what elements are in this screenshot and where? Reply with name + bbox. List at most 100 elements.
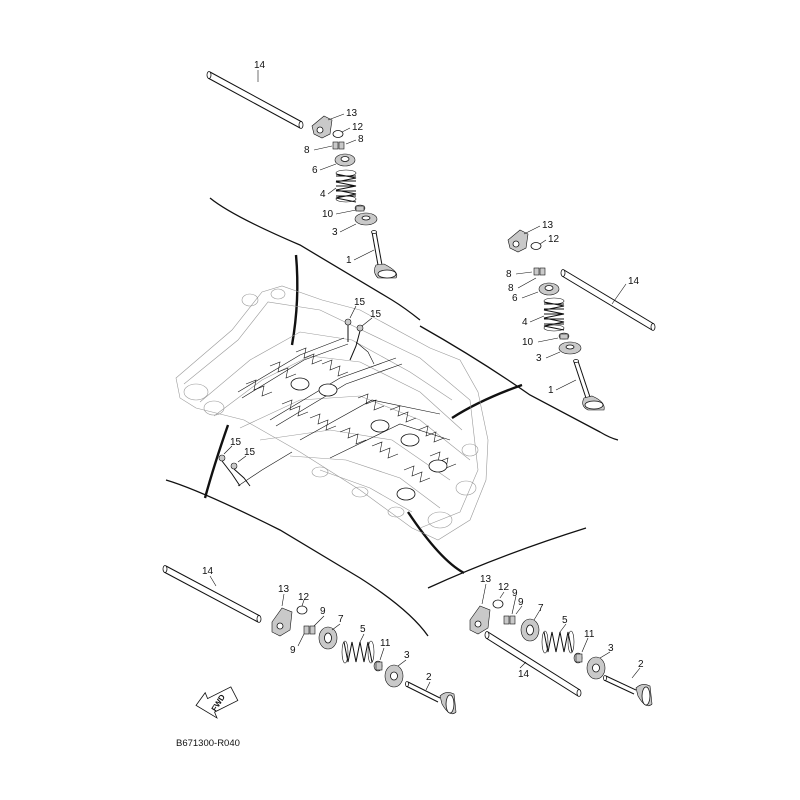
callout-9b-bottom-right: 9: [518, 597, 524, 608]
callout-15-upper-a: 15: [354, 297, 366, 308]
callout-1-top: 1: [346, 255, 352, 266]
callout-9a-bottom-right: 9: [512, 588, 518, 599]
callout-11-bottom-left: 11: [380, 638, 391, 649]
valve-1-top: [371, 230, 398, 279]
bottom-right-section-boundary: [427, 527, 587, 589]
rod-14-bottom-right: [484, 631, 582, 697]
shim-12-bottom-right: [492, 599, 504, 609]
retainer-7-bottom-right: [520, 618, 540, 642]
top-section-boundary: [209, 197, 421, 321]
head-bolt-callouts: 15 15 15 15: [223, 297, 382, 463]
rod-14-bottom-left: [162, 565, 262, 623]
callout-13-bottom-right: 13: [480, 574, 492, 585]
callout-6-right: 6: [512, 293, 518, 304]
callout-8b-top: 8: [304, 145, 310, 156]
rocker-arm-13-bottom-left: [271, 607, 293, 637]
right-section-boundary: [419, 325, 619, 441]
callout-2-bottom-right: 2: [638, 659, 644, 670]
callout-15-upper-b: 15: [370, 309, 382, 320]
cotter-9-bottom-left: [303, 625, 316, 635]
bottom-right-valve-group: 13 12 9 9 7 5 11 3 14 2: [469, 574, 653, 707]
callout-12-right: 12: [548, 234, 560, 245]
callout-10-top: 10: [322, 209, 334, 220]
spring-4-right: [543, 297, 565, 332]
leader-top-to-head: [290, 254, 299, 346]
drawing-code: B671300-R040: [176, 738, 240, 749]
retainer-6-right: [538, 282, 560, 296]
callout-10-right: 10: [522, 337, 534, 348]
valve-2-bottom-left: [405, 681, 457, 715]
valve-2-bottom-right: [603, 675, 653, 707]
callout-14-right: 14: [628, 276, 640, 287]
seat-3-right: [558, 341, 582, 355]
bottom-left-section-boundary: [165, 479, 429, 637]
callout-3-bottom-left: 3: [404, 650, 410, 661]
callout-14-bottom-right: 14: [518, 669, 530, 680]
shim-12-top: [332, 130, 344, 138]
spring-5-bottom-right: [541, 630, 575, 654]
callout-3-top: 3: [332, 227, 338, 238]
shim-12-bottom-left: [296, 605, 308, 615]
callout-12-bottom-right: 12: [498, 582, 510, 593]
callout-14-top: 14: [254, 60, 266, 71]
callout-13-bottom-left: 13: [278, 584, 290, 595]
callout-3-bottom-right: 3: [608, 643, 614, 654]
callout-15-lower-a: 15: [230, 437, 242, 448]
bolt-15-lower-b: [230, 462, 251, 487]
callout-9a-bottom-left: 9: [320, 606, 326, 617]
callout-8a-top: 8: [358, 134, 364, 145]
rod-14-right: [560, 269, 656, 331]
callout-7-bottom-left: 7: [338, 614, 344, 625]
cotter-8-top: [332, 141, 345, 150]
section-boundaries: [165, 197, 619, 637]
retainer-7-bottom-left: [318, 626, 338, 650]
callout-12-bottom-left: 12: [298, 592, 310, 603]
callout-8b-right: 8: [508, 283, 514, 294]
cotter-8-right: [533, 267, 546, 276]
rocker-arm-13-bottom-right: [469, 605, 491, 635]
spring-4-top: [335, 169, 357, 203]
callout-13-right: 13: [542, 220, 554, 231]
callout-5-bottom-right: 5: [562, 615, 568, 626]
seat-3-bottom-left: [384, 664, 404, 688]
stem-seal-10-right: [558, 332, 570, 340]
callout-13-top: 13: [346, 108, 358, 119]
callout-14-bottom-left: 14: [202, 566, 214, 577]
spring-5-bottom-left: [341, 640, 375, 664]
cotter-9-bottom-right: [503, 615, 516, 625]
bolt-15-upper-a: [344, 318, 352, 342]
bolt-15-lower-a: [218, 454, 241, 487]
callout-9b-bottom-left: 9: [290, 645, 296, 656]
callout-4-top: 4: [320, 189, 326, 200]
bottom-left-valve-group: 14 13 12 9 9 7 5 11 3 2: [162, 565, 457, 715]
callout-2-bottom-left: 2: [426, 672, 432, 683]
leader-left-to-head: [203, 424, 230, 499]
fwd-arrow-icon: FWD: [195, 686, 239, 719]
rocker-arm-13-right: [507, 229, 529, 253]
callout-5-bottom-left: 5: [360, 624, 366, 635]
retainer-6-top: [334, 153, 356, 167]
callout-3-right: 3: [536, 353, 542, 364]
callout-8a-right: 8: [506, 269, 512, 280]
stem-seal-11-bottom-left: [373, 660, 383, 672]
seat-3-bottom-right: [586, 656, 606, 680]
seat-3-top: [354, 212, 378, 226]
stem-seal-11-bottom-right: [573, 652, 583, 664]
bolt-15-upper-b: [349, 324, 364, 361]
top-valve-group: 14 13 12 8 8 6 4 10 3 1: [206, 60, 398, 279]
leader-bottom-to-head: [407, 511, 465, 575]
rocker-arm-13-top: [311, 115, 333, 139]
leader-right-to-head: [451, 383, 523, 420]
shim-12-right: [530, 242, 542, 250]
callout-11-bottom-right: 11: [584, 629, 595, 640]
cylinder-head-illustration: [175, 285, 489, 541]
callout-12-top: 12: [352, 122, 364, 133]
valve-1-right: [573, 359, 605, 411]
callout-1-right: 1: [548, 385, 554, 396]
callout-7-bottom-right: 7: [538, 603, 544, 614]
callout-4-right: 4: [522, 317, 528, 328]
callout-15-lower-b: 15: [244, 447, 256, 458]
rod-14-top: [206, 71, 304, 129]
